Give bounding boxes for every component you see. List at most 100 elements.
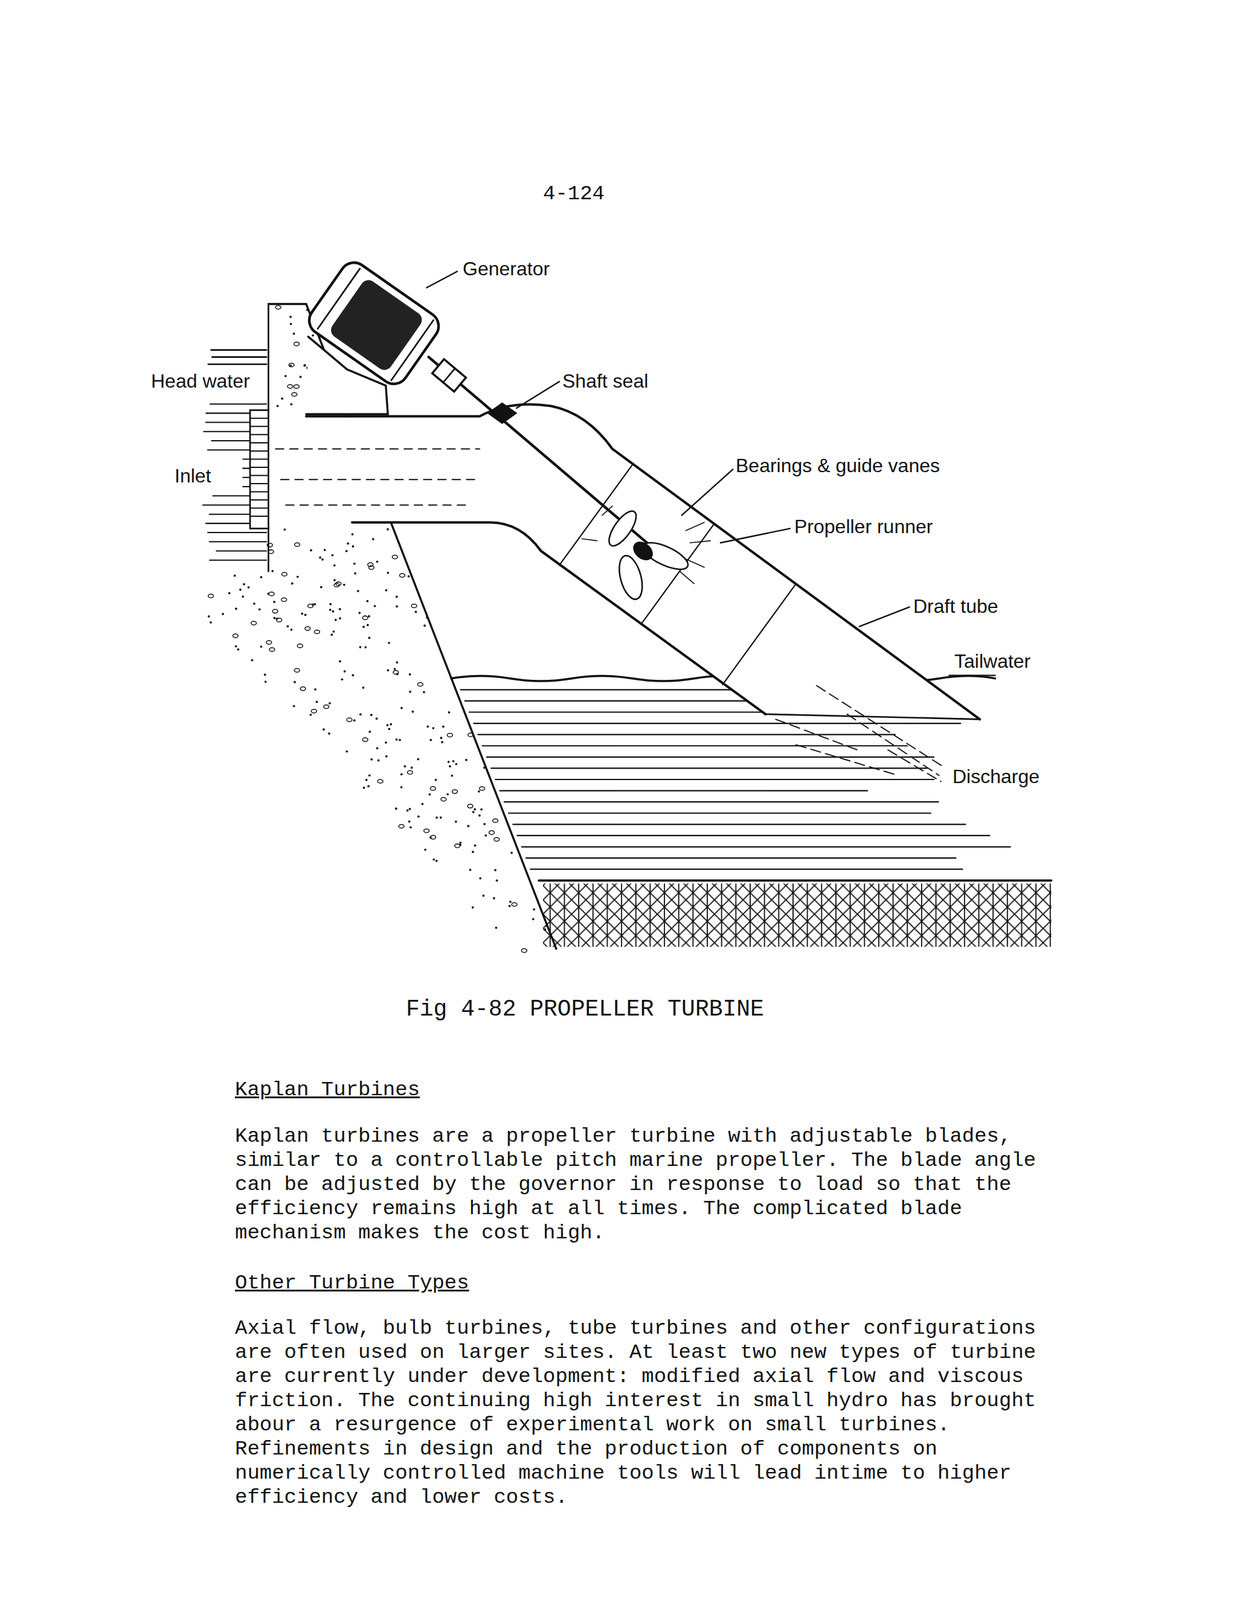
stipple-dot: [448, 765, 452, 768]
stipple-dot: [353, 719, 356, 722]
stipple-pebble: [407, 770, 413, 775]
stipple-dot: [304, 613, 307, 617]
stipple-dot: [346, 542, 350, 545]
stipple-pebble: [489, 831, 495, 835]
stipple-dot: [242, 583, 246, 586]
shaft-seal: [488, 402, 517, 424]
stipple-dot: [264, 680, 267, 684]
stipple-pebble: [294, 342, 300, 347]
stipple-dot: [417, 815, 420, 818]
stipple-dot: [329, 608, 332, 612]
part-label: Shaft seal: [562, 369, 649, 393]
stipple-dot: [384, 741, 388, 745]
stipple-dot: [299, 375, 303, 379]
stipple-dot: [471, 906, 475, 910]
stipple-dot: [330, 633, 333, 637]
stipple-dot: [273, 617, 277, 620]
stipple-dot: [375, 717, 379, 720]
stipple-dot: [353, 572, 357, 576]
stipple-dot: [440, 741, 444, 744]
stipple-dot: [237, 648, 240, 652]
stipple-dot: [431, 727, 435, 730]
stipple-pebble: [468, 733, 474, 737]
stipple-pebble: [281, 572, 287, 577]
stipple-dot: [372, 538, 375, 541]
stipple-dot: [454, 820, 458, 824]
stipple-dot: [318, 556, 322, 560]
stipple-dot: [300, 613, 304, 616]
stipple-pebble: [440, 797, 447, 802]
stipple-dot: [292, 705, 296, 708]
stipple-dot: [472, 811, 475, 814]
stipple-dot: [284, 375, 287, 378]
stipple-dot: [408, 820, 411, 824]
stipple-dot: [352, 545, 355, 548]
stipple-pebble: [323, 704, 330, 709]
coupling-body: [432, 359, 467, 392]
stipple-pebble: [430, 787, 436, 791]
stipple-pebble: [398, 825, 405, 829]
figure-caption: Fig 4-82 PROPELLER TURBINE: [405, 996, 765, 1024]
stipple-dot: [343, 670, 347, 673]
stipple-dot: [362, 686, 365, 690]
stipple-dot: [329, 603, 332, 606]
stipple-dot: [426, 725, 429, 728]
stipple-dot: [309, 713, 313, 717]
tailwater-line: [491, 767, 928, 769]
generator-shading: [327, 277, 426, 374]
stipple-dot: [471, 851, 475, 854]
tailwater-line: [504, 801, 939, 803]
ground-line: [538, 879, 1051, 882]
stipple-pebble: [311, 709, 317, 714]
stipple-pebble: [454, 844, 461, 849]
stipple-dot: [263, 674, 267, 677]
stipple-dot: [359, 713, 362, 716]
stipple-dot: [410, 767, 414, 770]
stipple-dot: [323, 549, 327, 552]
stipple-dot: [459, 841, 462, 845]
stipple-pebble: [287, 384, 293, 389]
stipple-dot: [251, 659, 254, 662]
stipple-dot: [416, 758, 420, 762]
stipple-dot: [370, 713, 373, 717]
stipple-pebble: [266, 640, 272, 645]
stipple-dot: [495, 879, 499, 882]
tailwater-line: [530, 869, 963, 871]
stipple-dot: [276, 405, 280, 408]
stipple-dot: [351, 533, 354, 536]
stipple-dot: [353, 562, 356, 566]
stipple-dot: [289, 323, 293, 326]
stipple-dot: [366, 623, 370, 627]
stipple-pebble: [291, 392, 298, 397]
stipple-dot: [408, 690, 412, 694]
stipple-dot: [428, 793, 432, 797]
stipple-dot: [395, 661, 399, 664]
stipple-dot: [341, 678, 344, 681]
stipple-dot: [377, 759, 380, 763]
stipple-dot: [373, 605, 377, 608]
stipple-pebble: [288, 363, 295, 367]
stipple-dot: [446, 793, 449, 797]
part-label: Inlet: [174, 464, 211, 488]
tailwater-line: [512, 823, 966, 826]
stipple-dot: [306, 308, 309, 312]
stipple-dot: [395, 596, 399, 599]
stipple-dot: [474, 844, 477, 847]
penstock-bottom: [352, 522, 766, 715]
headwater-line: [209, 541, 267, 543]
stipple-dot: [296, 575, 299, 579]
stipple-dot: [338, 660, 342, 663]
stipple-dot: [207, 615, 211, 618]
generator-body: [303, 257, 445, 390]
part-label: Propeller runner: [794, 515, 933, 539]
stipple-dot: [286, 625, 289, 629]
stipple-dot: [364, 646, 367, 649]
stipple-dot: [321, 558, 324, 562]
stipple-dot: [439, 816, 443, 820]
stipple-dot: [233, 575, 237, 578]
stipple-dot: [385, 589, 388, 592]
stipple-pebble: [294, 668, 300, 673]
stipple-pebble: [367, 562, 374, 567]
stipple-dot: [315, 701, 319, 704]
